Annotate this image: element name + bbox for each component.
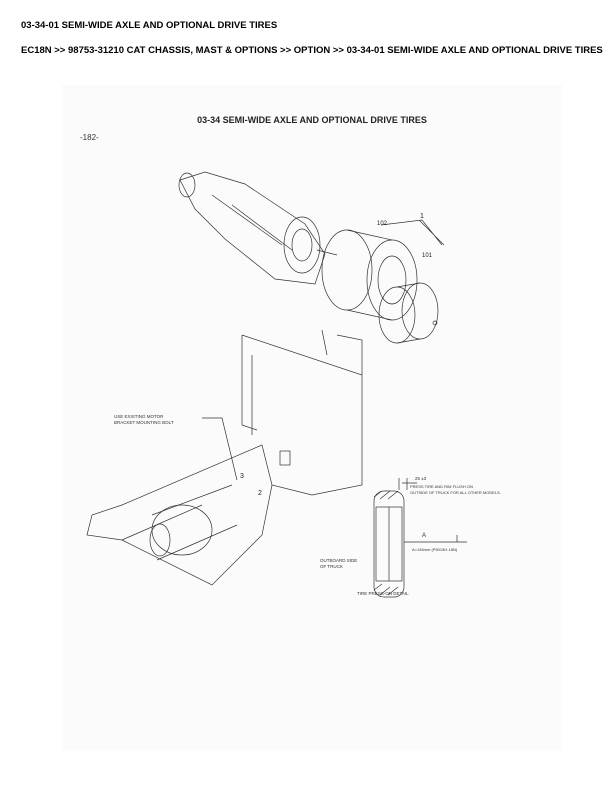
rim-drawing [378,282,439,344]
callout-101: 101 [422,253,433,259]
chassis-drawing [86,329,363,586]
diagram-page-number: -182- [80,133,99,142]
callout-1: 1 [420,213,424,220]
detail-caption: TIRE PRESS-ON DETAIL [357,591,409,596]
tire-drawing [321,229,418,321]
dimension-label: 25 ±3 [415,476,427,481]
callout-3: 3 [240,473,244,480]
outboard-line1: OUTBOARD SIDE [320,558,357,563]
a-value: A=146mm (P5015H-18N) [412,547,458,552]
parts-diagram: 03-34 SEMI-WIDE AXLE AND OPTIONAL DRIVE … [62,85,562,750]
callout-102: 102 [377,221,388,227]
page-heading: 03-34-01 SEMI-WIDE AXLE AND OPTIONAL DRI… [21,20,278,31]
press-note-line2: OUTSIDE OF TRUCK FOR ALL OTHER MODELS. [410,490,501,495]
axle-drawing [178,171,338,285]
label-a: A [422,533,426,539]
motor-note-line1: USE EXISTING MOTOR [114,414,164,419]
callout-2: 2 [258,490,262,497]
press-note-line1: PRESS TIRE AND RIM FLUSH ON [410,484,473,489]
outboard-line2: OF TRUCK [320,564,343,569]
diagram-title: 03-34 SEMI-WIDE AXLE AND OPTIONAL DRIVE … [197,115,427,125]
tire-detail-drawing [373,478,467,598]
motor-note-line2: BRACKET MOUNTING BOLT [114,420,174,425]
breadcrumb: EC18N >> 98753-31210 CAT CHASSIS, MAST &… [21,45,603,56]
